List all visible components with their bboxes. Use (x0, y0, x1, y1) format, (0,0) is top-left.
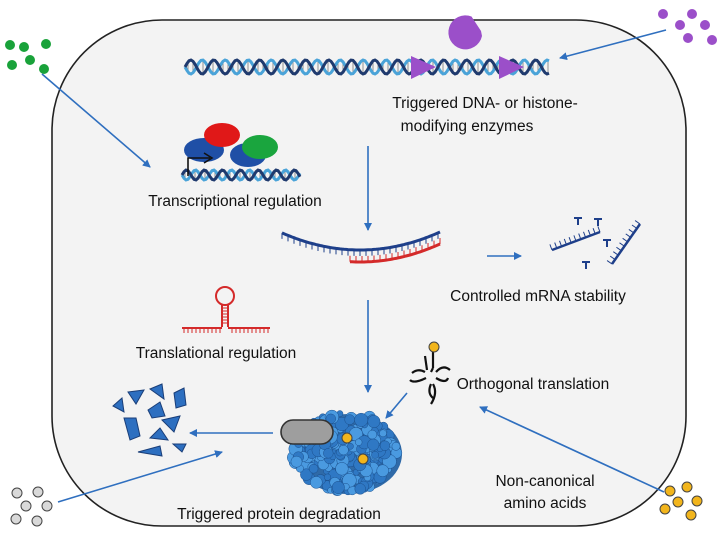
amino-acid-icon (341, 432, 353, 444)
label-orthogonal: Orthogonal translation (457, 376, 610, 393)
arrow-grey-to-protein (57, 450, 223, 503)
protein-fragments-icon (112, 383, 187, 457)
mrna-strand-icon (281, 230, 441, 264)
hairpin-rna-icon (182, 286, 270, 333)
yellow-molecules-icon (659, 481, 703, 521)
enzyme-bound-icon (499, 56, 524, 79)
arrows (41, 29, 667, 503)
label-protein-degradation: Triggered protein degradation (177, 506, 381, 523)
amino-acid-icon (428, 341, 440, 353)
arrow-green-to-transcription (41, 73, 151, 168)
arrow-purple-to-dna (559, 29, 667, 61)
label-ncaa-2: amino acids (504, 495, 587, 512)
arrow-ncaa-to-trna (479, 406, 665, 493)
label-transcriptional: Transcriptional regulation (148, 193, 321, 210)
label-dna-enzymes-2: modifying enzymes (401, 118, 534, 135)
label-mrna-stability: Controlled mRNA stability (450, 288, 626, 305)
degraded-rna-icon (549, 217, 642, 269)
amino-acid-icon (357, 453, 369, 465)
degron-tag-icon (280, 419, 334, 445)
label-ncaa-1: Non-canonical (495, 473, 594, 490)
label-dna-enzymes-1: Triggered DNA- or histone- (392, 95, 578, 112)
grey-molecules-icon (10, 486, 53, 527)
enzyme-pacman-icon (448, 15, 482, 50)
label-translational: Translational regulation (136, 345, 297, 362)
arrow-trna-to-protein (385, 392, 408, 419)
trna-icon (409, 352, 451, 405)
green-molecules-icon (5, 39, 51, 74)
enzyme-bound-icon (411, 56, 436, 79)
protein-blob-icon (287, 409, 403, 496)
dna-helix-icon (183, 58, 550, 76)
transcription-factor-icon (180, 123, 302, 182)
purple-molecules-icon (658, 9, 717, 45)
